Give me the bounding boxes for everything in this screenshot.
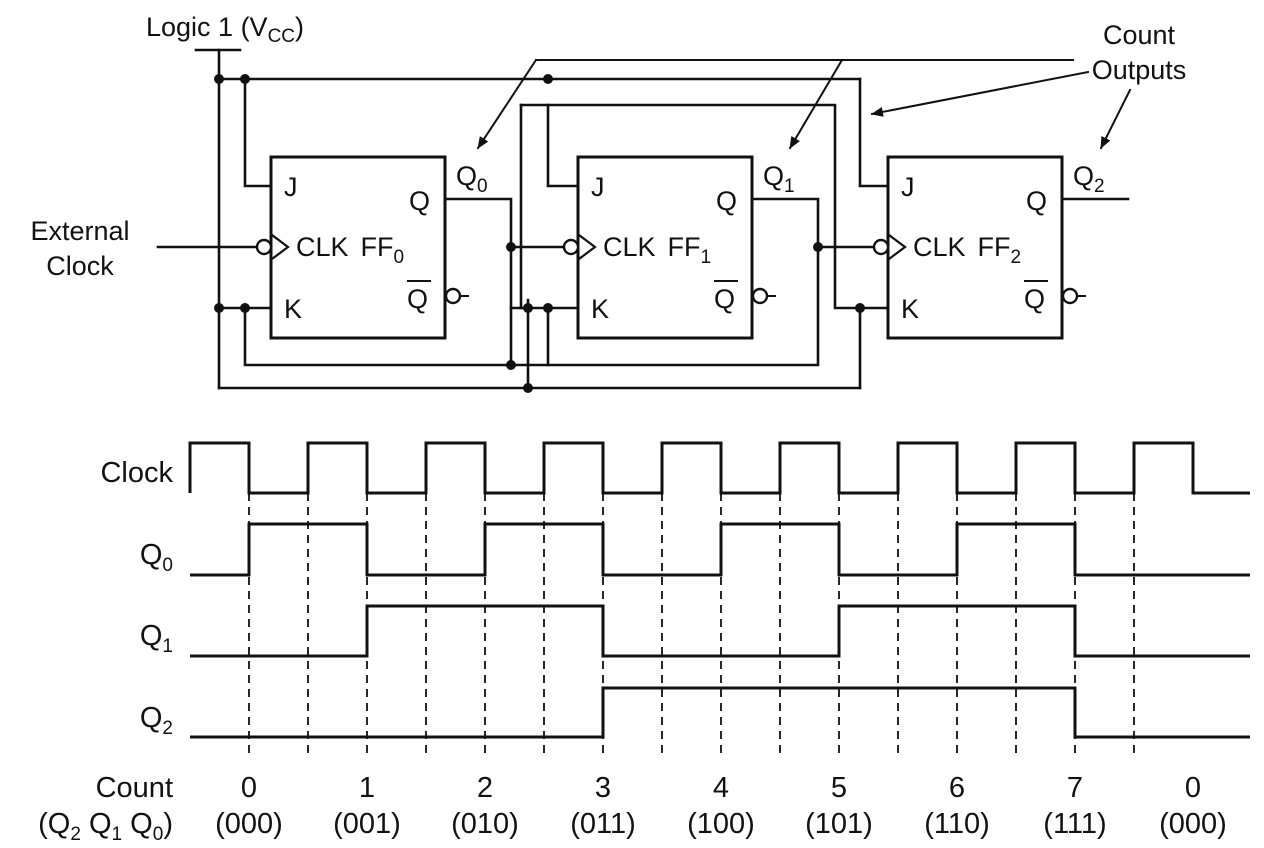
count-value: 3 xyxy=(595,772,611,804)
ff1-qbar-label: Q xyxy=(714,284,735,314)
count-binary: (000) xyxy=(215,808,283,840)
ff1-j-label: J xyxy=(591,172,605,202)
clock-waveform xyxy=(188,441,1250,495)
external-clock-label-2: Clock xyxy=(46,251,114,281)
count-row-label: Count xyxy=(96,772,173,804)
annotation-line-1: Count xyxy=(1103,20,1176,50)
signal-label-2: Q1 xyxy=(140,620,173,657)
annotation-line-2: Outputs xyxy=(1092,55,1187,85)
count-value: 6 xyxy=(949,772,965,804)
ff0-qbar-label: Q xyxy=(407,284,428,314)
ff2-k-label: K xyxy=(901,294,919,324)
count-binary: (011) xyxy=(570,808,636,840)
count-binary: (010) xyxy=(451,808,519,840)
count-binary: (100) xyxy=(687,808,755,840)
ff0-k-label: K xyxy=(284,294,302,324)
bits-row-label: (Q2 Q1 Q0) xyxy=(38,808,173,845)
q0-waveform xyxy=(190,522,1250,577)
count-binary: (101) xyxy=(805,808,873,840)
count-binary: (111) xyxy=(1043,808,1106,840)
signal-label-3: Q2 xyxy=(140,702,173,739)
ff1-k-label: K xyxy=(591,294,609,324)
q2-waveform xyxy=(190,686,1250,739)
count-value: 2 xyxy=(477,772,493,804)
q1-output-label: Q1 xyxy=(763,161,795,197)
count-value: 5 xyxy=(831,772,847,804)
ff0-q-label: Q xyxy=(409,186,430,216)
count-binary: (000) xyxy=(1159,808,1227,840)
count-outputs-annotation: Count Outputs xyxy=(476,20,1187,150)
signal-label-0: Clock xyxy=(100,457,173,489)
count-value: 0 xyxy=(241,772,257,804)
count-value: 7 xyxy=(1067,772,1083,804)
count-binary: (001) xyxy=(333,808,401,840)
ff0-j-label: J xyxy=(284,172,298,202)
supply-label: Logic 1 (VCC) xyxy=(146,12,304,47)
ff1-q-label: Q xyxy=(716,186,737,216)
circuit-wiring xyxy=(156,74,1130,393)
logic-1-supply: Logic 1 (VCC) xyxy=(146,12,304,390)
ff2-q-label: Q xyxy=(1026,186,1047,216)
external-clock-label: External xyxy=(30,216,129,246)
q1-waveform xyxy=(190,604,1250,658)
ff2-j-label: J xyxy=(901,172,915,202)
ff2-qbar-label: Q xyxy=(1024,284,1045,314)
q2-output-label: Q2 xyxy=(1073,161,1105,197)
count-binary: (110) xyxy=(924,808,990,840)
count-value: 1 xyxy=(359,772,375,804)
signal-label-1: Q0 xyxy=(140,539,173,576)
q0-output-label: Q0 xyxy=(456,161,488,197)
count-value: 0 xyxy=(1185,772,1201,804)
count-value: 4 xyxy=(713,772,729,804)
